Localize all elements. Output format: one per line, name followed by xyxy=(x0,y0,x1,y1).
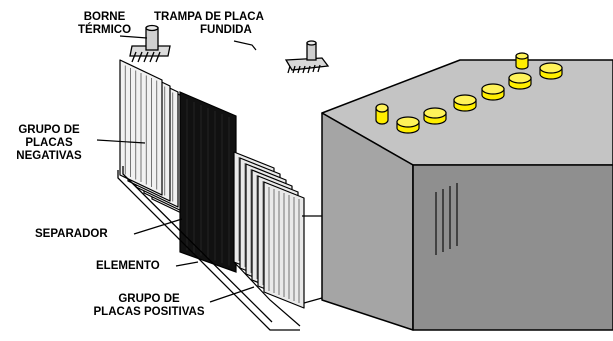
battery-cap xyxy=(508,72,532,90)
plate-stack xyxy=(119,59,305,327)
battery-cap xyxy=(396,116,420,134)
cast-strap xyxy=(284,40,330,74)
battery-cap xyxy=(539,62,563,80)
negative-plate xyxy=(119,59,163,196)
label-negativas-line2: PLACAS xyxy=(25,137,73,149)
battery-case xyxy=(321,59,613,331)
battery-caps xyxy=(375,52,563,134)
label-borne-termico-line2: TÉRMICO xyxy=(78,24,132,36)
label-trampa-line1: TRAMPA DE PLACA xyxy=(154,11,264,23)
label-positivas-line1: GRUPO DE xyxy=(118,293,180,305)
label-elemento: ELEMENTO xyxy=(96,260,160,272)
label-borne-termico: BORNE TÉRMICO xyxy=(78,11,131,37)
battery-cap xyxy=(481,83,505,101)
label-grupo-negativas: GRUPO DE PLACAS NEGATIVAS xyxy=(0,124,98,163)
label-separador: SEPARADOR xyxy=(35,228,108,240)
label-trampa-placa: TRAMPA DE PLACA FUNDIDA xyxy=(154,11,264,37)
positive-plate xyxy=(263,181,305,309)
label-negativas-line3: NEGATIVAS xyxy=(16,150,82,162)
battery-cap xyxy=(453,94,477,112)
label-positivas-line2: PLACAS POSITIVAS xyxy=(93,306,205,318)
leader-lines xyxy=(96,35,257,303)
label-negativas-line1: GRUPO DE xyxy=(18,124,80,136)
terminal-post xyxy=(129,24,171,63)
label-borne-termico-line1: BORNE xyxy=(83,11,126,23)
label-trampa-line2: FUNDIDA xyxy=(200,24,252,36)
projection-lines xyxy=(302,215,323,304)
battery-cap xyxy=(375,103,389,125)
battery-cap xyxy=(423,107,447,125)
battery-ribs xyxy=(435,183,458,255)
label-grupo-positivas: GRUPO DE PLACAS POSITIVAS xyxy=(72,293,226,319)
tray-edge xyxy=(233,261,301,327)
battery-cap xyxy=(515,52,529,70)
element-base xyxy=(117,166,300,331)
